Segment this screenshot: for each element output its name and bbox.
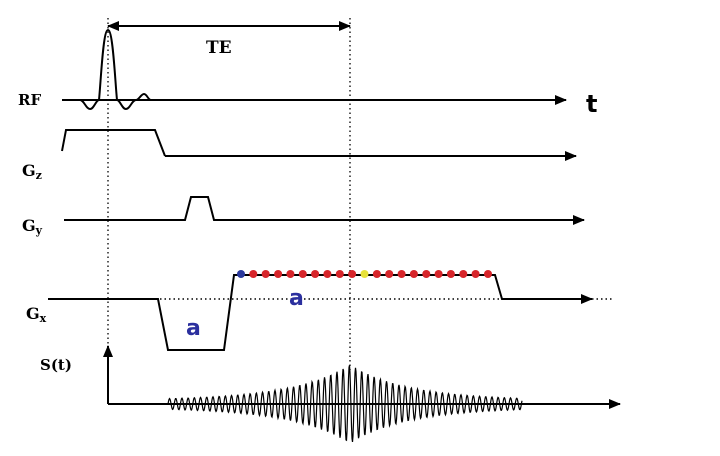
gy-label-letter: G bbox=[22, 216, 36, 235]
rf-label: RF bbox=[18, 91, 42, 109]
echo-signal bbox=[167, 365, 523, 442]
sample-dot bbox=[446, 270, 455, 278]
gz-label-letter: G bbox=[22, 161, 36, 180]
sample-dot bbox=[422, 270, 431, 278]
sample-dot bbox=[484, 270, 492, 278]
sample-dot bbox=[249, 270, 258, 278]
gz-label: Gz bbox=[22, 161, 42, 182]
te-label: TE bbox=[206, 38, 232, 58]
sample-dot bbox=[298, 270, 307, 278]
gx-waveform bbox=[48, 274, 570, 351]
sample-dot bbox=[286, 270, 295, 278]
gx-label-letter: G bbox=[26, 304, 40, 323]
sample-dot bbox=[409, 270, 418, 278]
gy-waveform bbox=[64, 196, 576, 221]
sample-dot bbox=[237, 270, 245, 278]
gx-label: Gx bbox=[26, 304, 47, 325]
gz-label-subscript: z bbox=[35, 169, 42, 182]
gz-waveform bbox=[61, 129, 166, 157]
sample-dot bbox=[434, 270, 443, 278]
gy-label: Gy bbox=[22, 216, 43, 237]
rf-sinc-pulse bbox=[79, 28, 152, 111]
readout-area-label: a bbox=[289, 286, 304, 311]
sample-dot bbox=[323, 270, 332, 278]
sample-dot bbox=[261, 270, 270, 278]
signal-label: S(t) bbox=[40, 356, 72, 374]
sample-dot bbox=[311, 270, 320, 278]
sample-dot bbox=[385, 270, 394, 278]
sample-dot bbox=[459, 270, 468, 278]
sample-dot bbox=[471, 270, 480, 278]
sample-dot bbox=[397, 270, 406, 278]
sample-dot bbox=[372, 270, 381, 278]
center-sample-dot bbox=[360, 270, 369, 278]
sample-dot bbox=[335, 270, 344, 278]
time-axis-label: t bbox=[586, 90, 598, 118]
gy-label-subscript: y bbox=[35, 224, 43, 237]
prephase-area-label: a bbox=[186, 316, 201, 341]
gx-label-subscript: x bbox=[39, 312, 47, 325]
sample-dot bbox=[274, 270, 283, 278]
sample-dot bbox=[348, 270, 357, 278]
readout-samples bbox=[237, 270, 492, 278]
